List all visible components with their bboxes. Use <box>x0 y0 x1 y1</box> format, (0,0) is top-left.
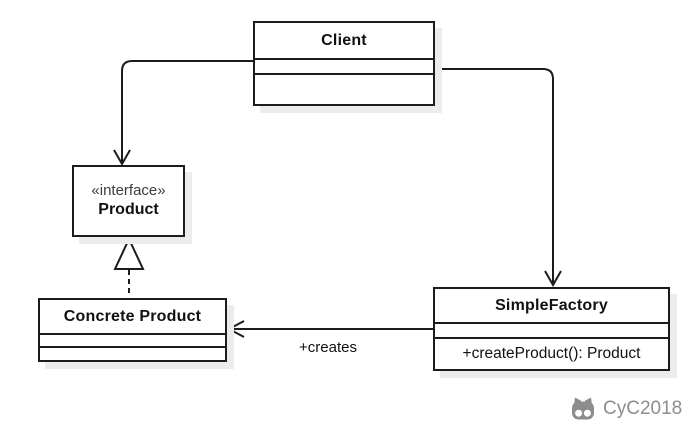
class-title-label: Concrete Product <box>63 307 202 325</box>
class-box-product-interface: «interface» Product <box>72 165 185 237</box>
class-title-label: SimpleFactory <box>495 296 608 314</box>
interface-title-label: Product <box>98 201 159 219</box>
class-name-concrete-product: Concrete Product <box>40 300 225 333</box>
interface-name-compartment: «interface» Product <box>74 167 183 235</box>
class-box-client: Client <box>253 21 435 106</box>
cat-logo-icon <box>572 397 594 420</box>
class-box-simplefactory: SimpleFactory +createProduct(): Product <box>433 287 670 371</box>
edge-label-creates: +creates <box>299 339 357 356</box>
class-box-concrete-product: Concrete Product <box>38 298 227 362</box>
edge-client-to-product <box>121 60 254 163</box>
attributes-compartment-simplefactory <box>435 322 668 337</box>
edge-client-to-simplefactory <box>434 68 554 284</box>
methods-compartment-concrete-product <box>40 346 225 360</box>
arrowhead-open-down-simplefactory <box>544 270 562 288</box>
class-name-client: Client <box>255 23 433 58</box>
attributes-compartment-concrete-product <box>40 333 225 346</box>
attributes-compartment-client <box>255 58 433 73</box>
methods-compartment-client <box>255 73 433 104</box>
class-title-label: Client <box>321 31 367 49</box>
arrowhead-open-down-product <box>113 149 131 167</box>
class-name-simplefactory: SimpleFactory <box>435 289 668 322</box>
methods-compartment-simplefactory: +createProduct(): Product <box>435 337 668 369</box>
hollow-triangle-arrowhead <box>113 236 145 270</box>
watermark-text: CyC2018 <box>603 398 683 419</box>
arrowhead-open-left-concreteproduct <box>226 320 245 338</box>
watermark: CyC2018 <box>569 396 682 422</box>
stereotype-label: «interface» <box>91 181 166 199</box>
method-label-createproduct: +createProduct(): Product <box>462 345 641 362</box>
